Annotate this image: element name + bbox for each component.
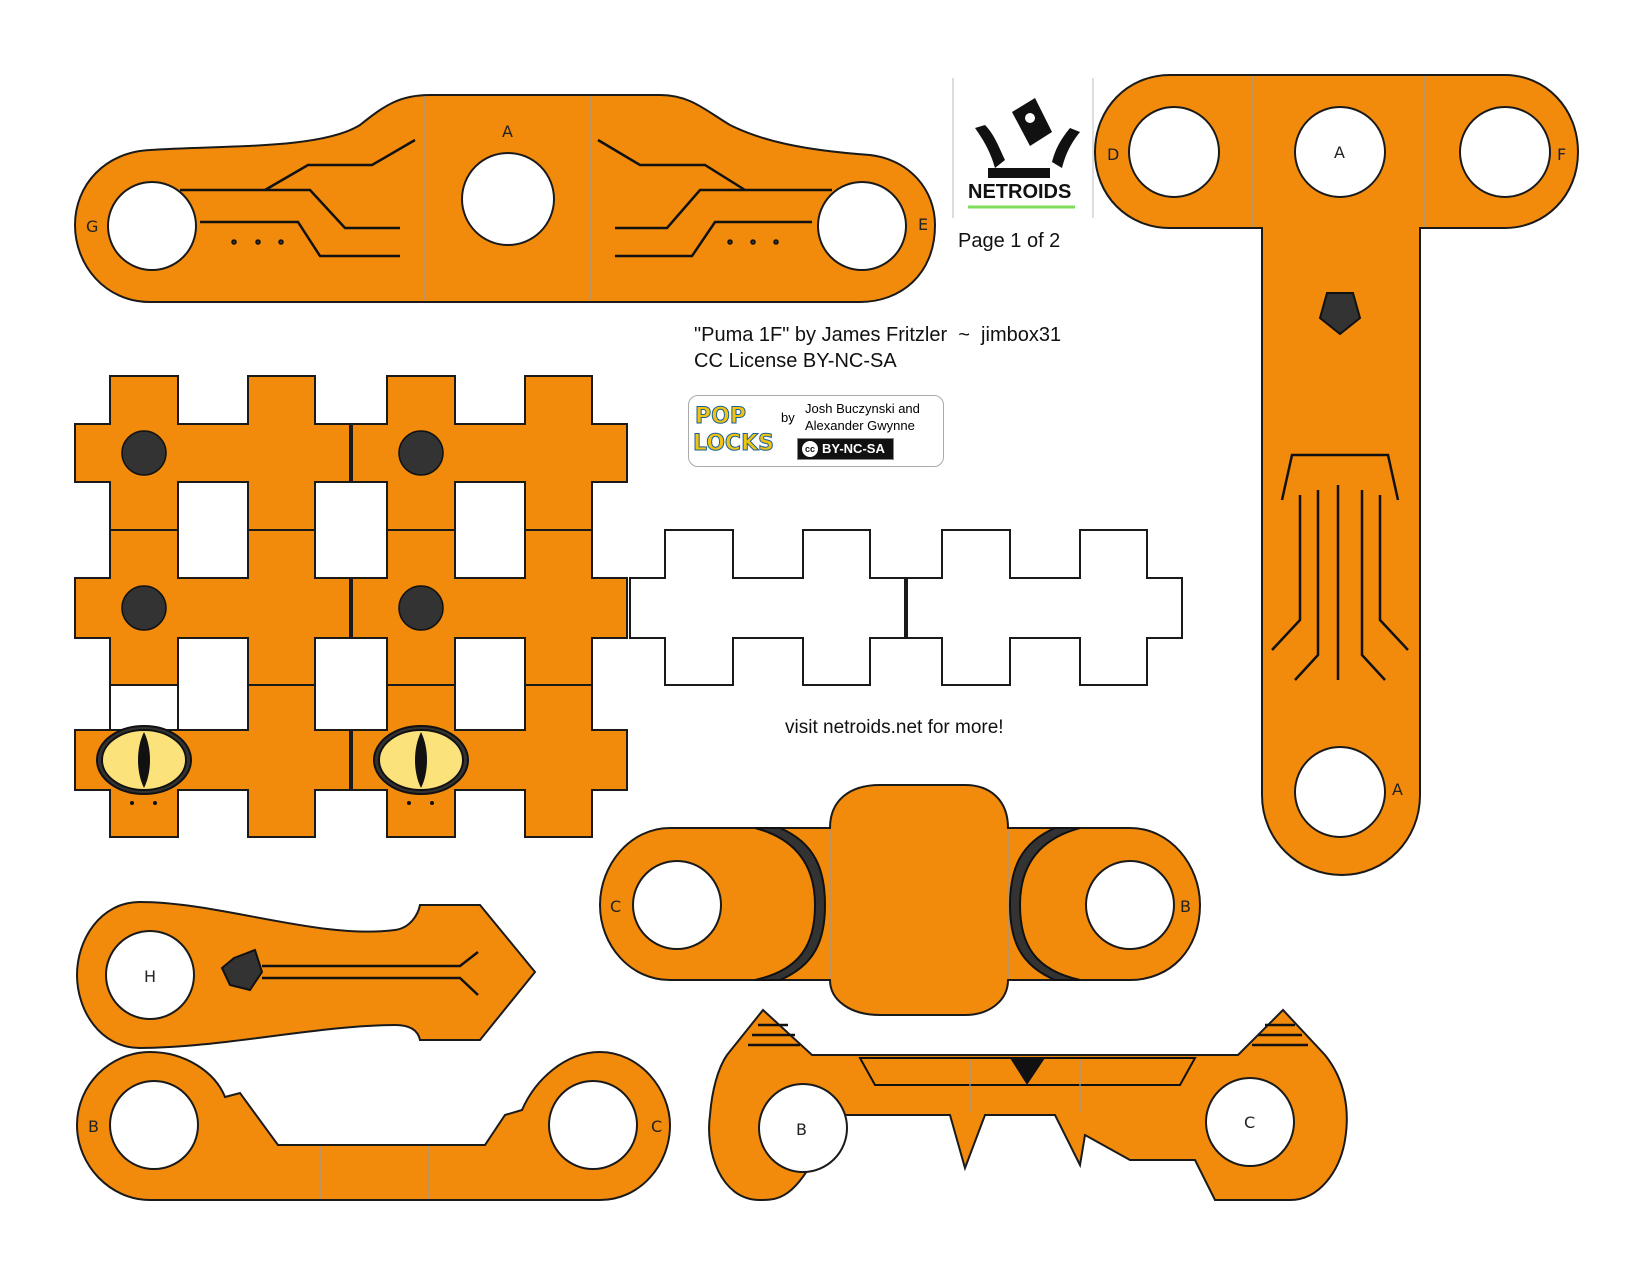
cross-strips [74, 375, 1183, 838]
part-label: B [1180, 897, 1191, 916]
visit-link[interactable]: visit netroids.net for more! [785, 717, 1004, 738]
page-number: Page 1 of 2 [958, 230, 1061, 252]
part-label: B [88, 1117, 99, 1136]
part-label: A [502, 122, 513, 141]
part-hammer-h: H [75, 900, 537, 1050]
credit-line: "Puma 1F" by James Fritzler ~ jimbox31 [694, 324, 1062, 346]
poplocks-license-badge: cc BY-NC-SA [797, 438, 894, 460]
cc-icon: cc [802, 441, 818, 457]
eye-right [373, 725, 469, 805]
part-label: F [1557, 145, 1566, 164]
part-center-cb: C B [598, 784, 1202, 1016]
part-label: H [144, 967, 156, 986]
poplocks-authors: Josh Buczynski and Alexander Gwynne [805, 401, 920, 433]
part-label: E [918, 215, 928, 234]
part-label: C [651, 1117, 662, 1136]
part-label: C [610, 897, 621, 916]
license-text: BY-NC-SA [822, 441, 885, 456]
part-label: A [1334, 143, 1345, 162]
eye-left [96, 725, 192, 805]
poplocks-logo: POP LOCKS by Josh Buczynski and Alexande… [688, 395, 944, 467]
poplocks-locks: LOCKS [693, 431, 775, 457]
poplocks-by: by [781, 410, 795, 425]
part-label: G [86, 217, 98, 236]
part-bottom-right-bc: B C [708, 1008, 1348, 1202]
credit-block: "Puma 1F" by James Fritzler ~ jimbox31 C… [694, 322, 1061, 374]
part-label: D [1107, 145, 1119, 164]
part-bottom-left-bc: B C [75, 1050, 672, 1201]
part-label: C [1244, 1113, 1255, 1132]
poplocks-pop: POP [695, 404, 747, 430]
netroids-logo: NETROIDS [952, 78, 1094, 218]
netroids-wordmark: NETROIDS [968, 181, 1071, 203]
part-label: A [1392, 780, 1403, 799]
part-label: B [796, 1120, 807, 1139]
part-t-daf: D A F A [1093, 74, 1580, 877]
license-line: CC License BY-NC-SA [694, 350, 897, 372]
part-ga-e: G A E [73, 94, 937, 303]
